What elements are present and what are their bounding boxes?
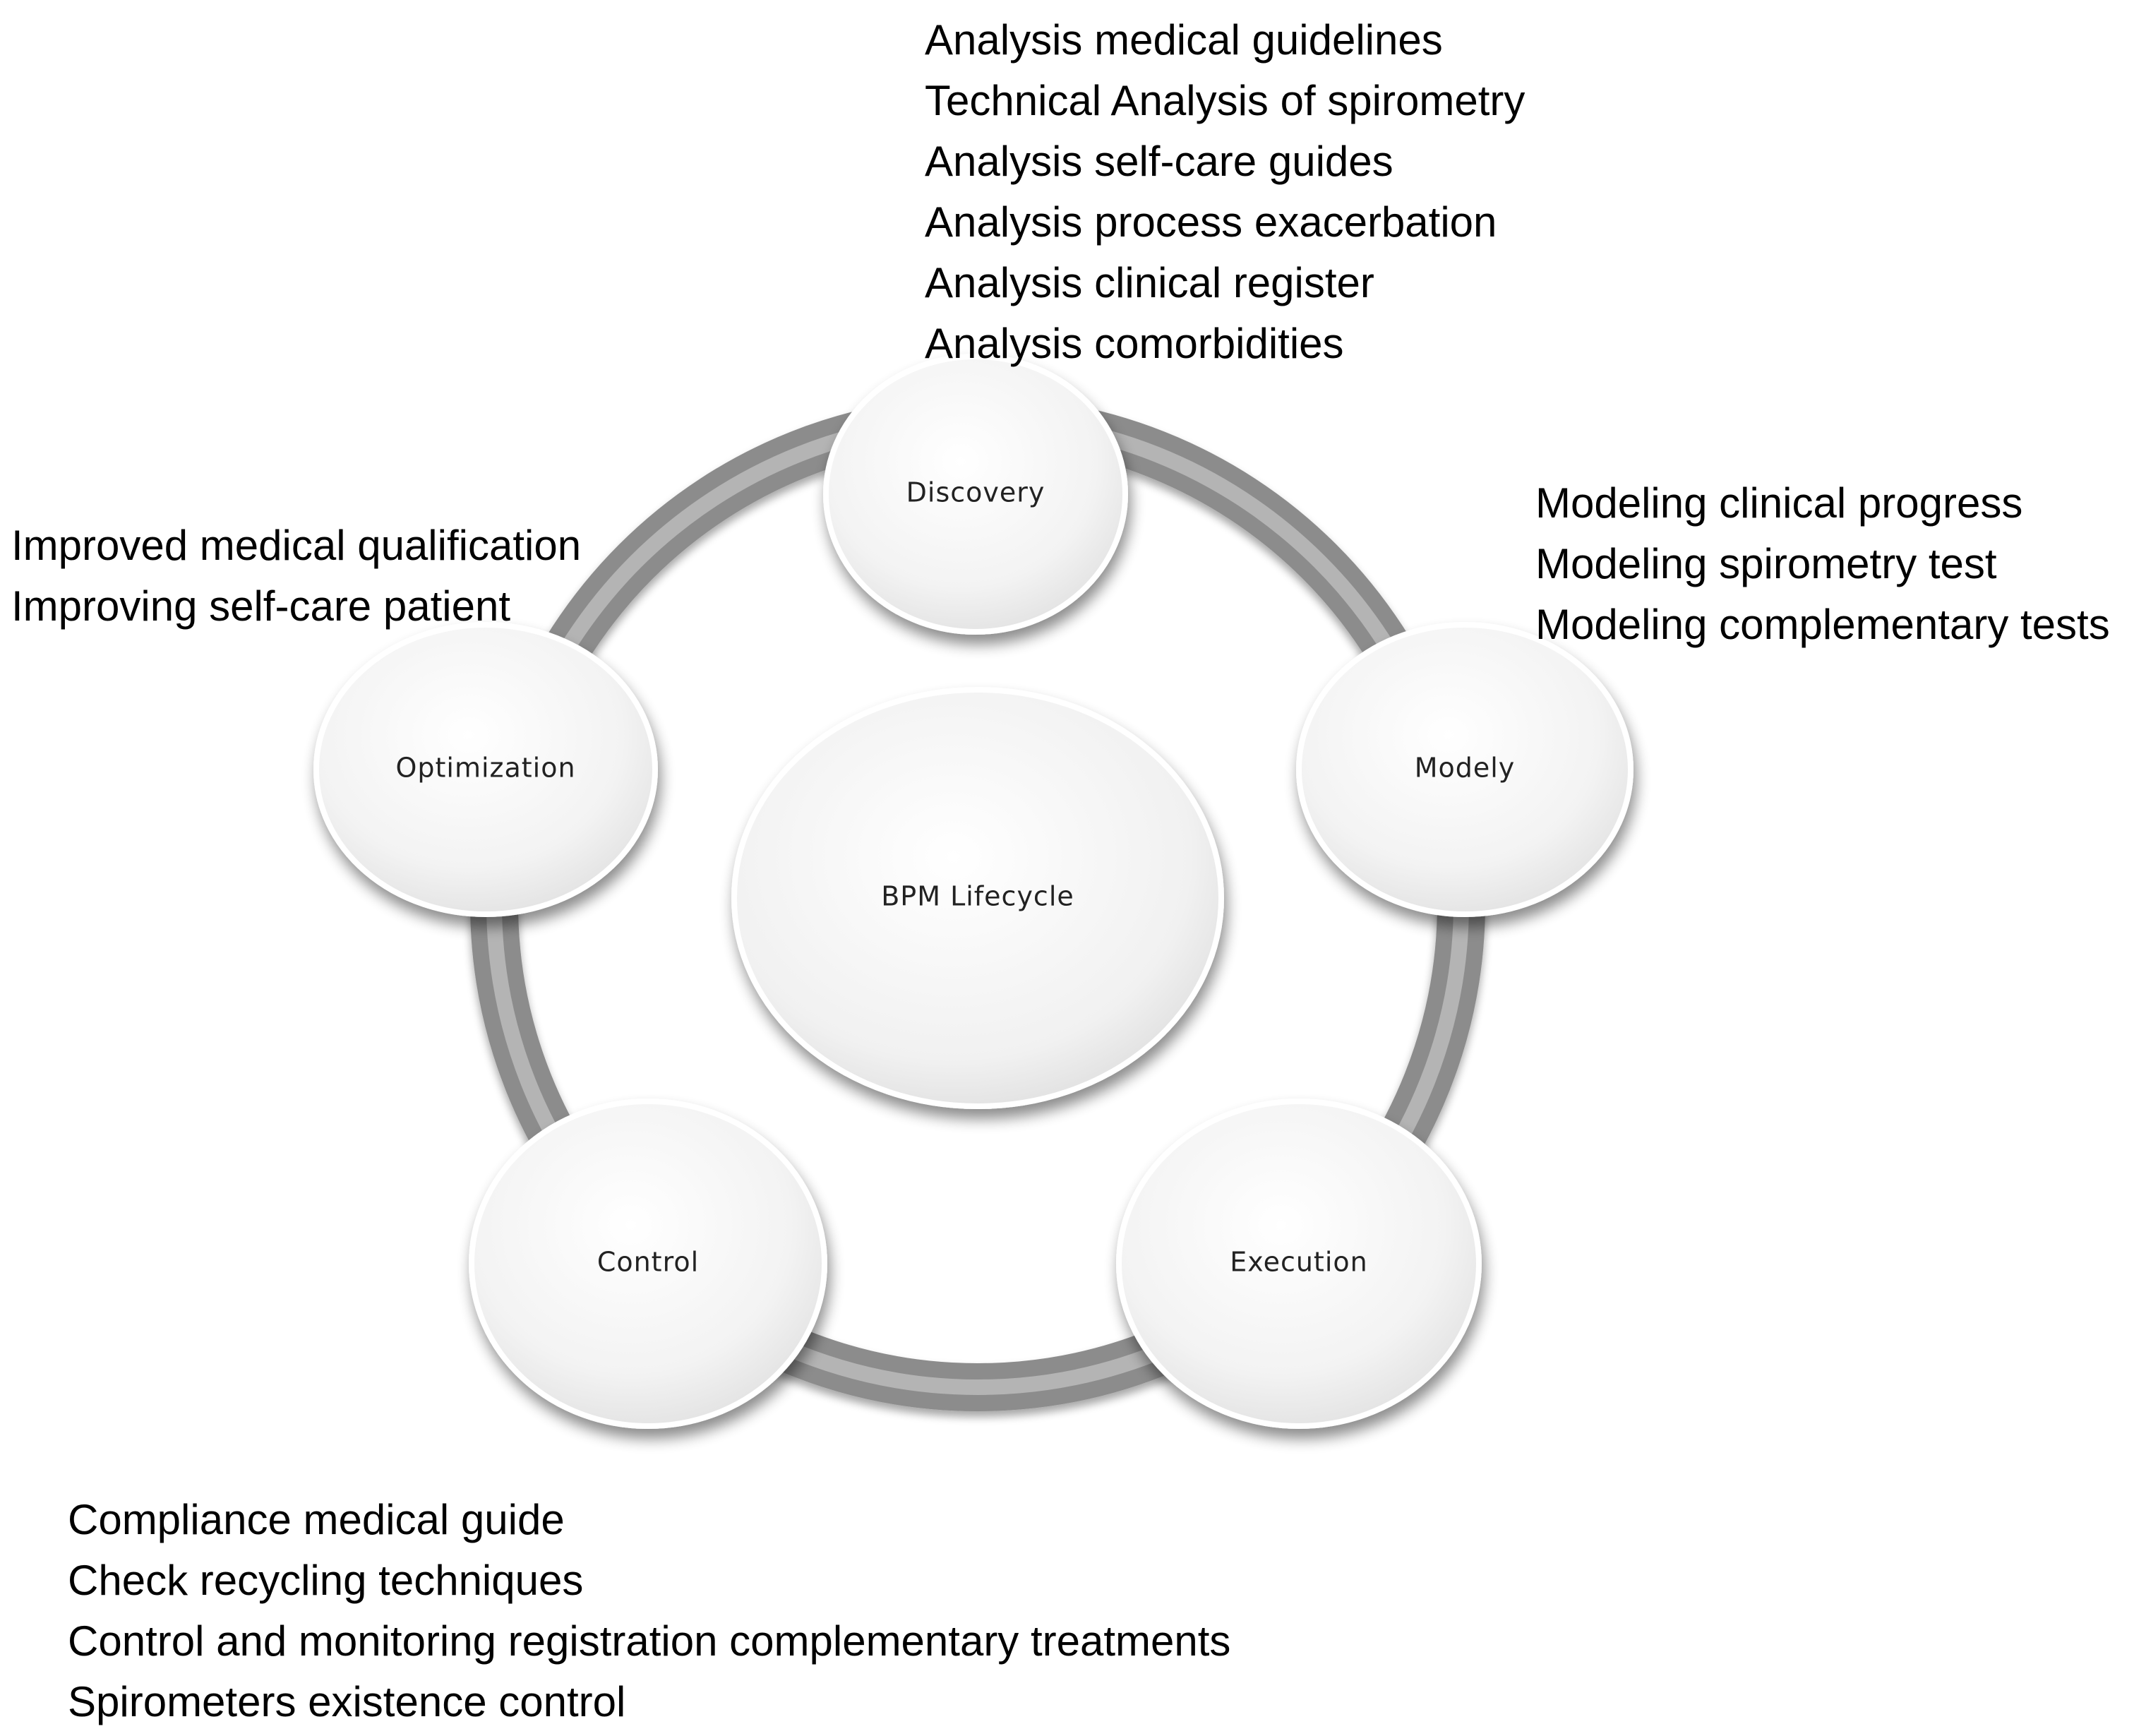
center-node-label: BPM Lifecycle — [881, 881, 1074, 912]
note-item: Modeling complementary tests — [1535, 601, 2110, 648]
note-item: Compliance medical guide — [68, 1496, 565, 1543]
center-node[interactable]: BPM Lifecycle — [731, 687, 1224, 1109]
phase-node-control[interactable]: Control — [469, 1099, 827, 1429]
note-item: Analysis medical guidelines — [925, 16, 1443, 64]
phase-node-optimization[interactable]: Optimization — [313, 622, 658, 917]
phase-node-modely[interactable]: Modely — [1296, 622, 1634, 917]
phase-node-discovery[interactable]: Discovery — [823, 354, 1128, 635]
phase-label-execution: Execution — [1230, 1247, 1367, 1278]
note-item: Check recycling techniques — [68, 1557, 584, 1604]
phase-label-discovery: Discovery — [906, 477, 1045, 508]
note-item: Control and monitoring registration comp… — [68, 1617, 1231, 1665]
phase-label-optimization: Optimization — [395, 753, 575, 784]
note-item: Analysis self-care guides — [925, 138, 1393, 185]
note-item: Spirometers existence control — [68, 1678, 626, 1725]
modely-notes: Modeling clinical progress Modeling spir… — [1535, 473, 2110, 655]
phase-node-execution[interactable]: Execution — [1116, 1099, 1482, 1429]
note-item: Analysis process exacerbation — [925, 198, 1497, 246]
optimization-notes: Improved medical qualification Improving… — [11, 515, 581, 637]
note-item: Improving self-care patient — [11, 582, 510, 630]
note-item: Modeling clinical progress — [1535, 479, 2023, 527]
note-item: Technical Analysis of spirometry — [925, 77, 1525, 124]
phase-label-modely: Modely — [1415, 753, 1516, 784]
note-item: Analysis comorbidities — [925, 320, 1344, 367]
discovery-notes: Analysis medical guidelines Technical An… — [925, 10, 1525, 374]
note-item: Modeling spirometry test — [1535, 540, 1997, 587]
control-notes: Compliance medical guide Check recycling… — [68, 1490, 1230, 1732]
note-item: Improved medical qualification — [11, 522, 582, 569]
note-item: Analysis clinical register — [925, 259, 1374, 306]
phase-label-control: Control — [597, 1247, 699, 1278]
